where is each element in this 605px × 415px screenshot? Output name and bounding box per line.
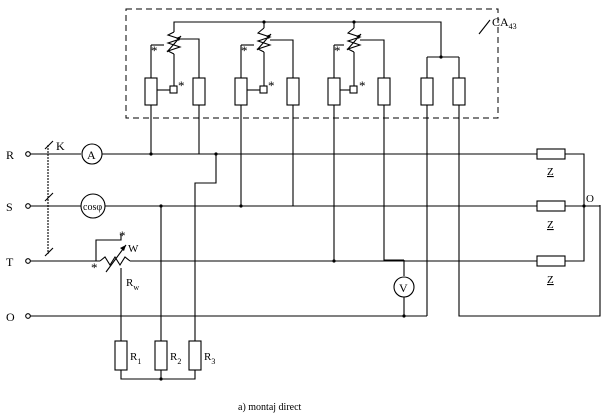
ca43-resistor-2b [286, 77, 300, 106]
polarity-star: * [178, 78, 185, 93]
ca43-potentiometer-1 [166, 31, 182, 55]
wattmeter: * * W Rw [91, 228, 139, 341]
ca43-unit-4 [420, 55, 466, 106]
ammeter-label: A [87, 148, 96, 162]
switch-k: K [44, 139, 65, 257]
lead-1b [194, 105, 217, 341]
ca43-resistor-2a [234, 77, 248, 106]
rw-label: Rw [126, 277, 139, 292]
resistor-r3 [188, 340, 202, 371]
ca43-leader-line [478, 19, 491, 35]
impedance-z-s [536, 200, 566, 212]
star-point-label: O [586, 193, 594, 205]
resistor-r1 [114, 340, 128, 371]
polarity-star: * [241, 43, 248, 58]
wattmeter-label: W [128, 243, 139, 255]
voltmeter-label: V [399, 281, 408, 295]
impedance-z-r [536, 148, 566, 160]
svg-text:R3: R3 [204, 351, 215, 366]
polarity-star: * [359, 78, 366, 93]
label-o: O [6, 310, 15, 324]
star-load: Z Z Z O [536, 148, 600, 286]
impedance-z-t [536, 255, 566, 267]
cosphi-label: cosφ [83, 202, 102, 213]
switch-label: K [56, 139, 65, 153]
polarity-star: * [334, 43, 341, 58]
polarity-star: * [151, 43, 158, 58]
svg-text:R2: R2 [170, 351, 181, 366]
ca43-terminal-3 [349, 85, 358, 94]
junction [352, 20, 356, 24]
ca43-enclosure [125, 8, 499, 119]
ca43-top-bus [173, 21, 442, 57]
ca43-resistor-3a [327, 77, 341, 106]
lead-2b [160, 105, 294, 341]
terminal-s [25, 203, 31, 209]
z-label: Z [547, 219, 554, 231]
terminal-o [25, 313, 31, 319]
label-r: R [6, 148, 14, 162]
svg-text:R1: R1 [130, 351, 141, 366]
ca43-resistor-4b [452, 77, 466, 106]
ca43-unit-3: * * [327, 27, 391, 106]
lead-4b [458, 105, 601, 317]
z-label: Z [547, 166, 554, 178]
label-s: S [6, 200, 13, 214]
ca43-unit-1: * * [144, 31, 206, 106]
polarity-star: * [91, 260, 98, 275]
ca43-resistor-3b [377, 77, 391, 106]
z-label: Z [547, 274, 554, 286]
ca43-potentiometer-3 [346, 27, 362, 53]
load-resistors: R1 R2 R3 [114, 340, 215, 381]
terminal-r [25, 151, 31, 157]
lead-3b [383, 105, 404, 261]
polarity-star: * [119, 228, 126, 243]
ca43-resistor-1a [144, 77, 158, 106]
ca43-potentiometer-2 [256, 27, 272, 53]
ca43-unit-2: * * [234, 27, 300, 106]
ca43-resistor-1b [192, 77, 206, 106]
caption: a) montaj direct [238, 402, 302, 413]
junction [262, 20, 266, 24]
ca43-terminal-2 [259, 85, 268, 94]
terminal-t [25, 258, 31, 264]
resistor-r2 [154, 340, 168, 371]
ca43-resistor-4a [420, 77, 434, 106]
ca43-terminal-1 [169, 85, 178, 94]
polarity-star: * [268, 78, 275, 93]
ca43-label: CA43 [492, 15, 517, 31]
label-t: T [6, 255, 14, 269]
